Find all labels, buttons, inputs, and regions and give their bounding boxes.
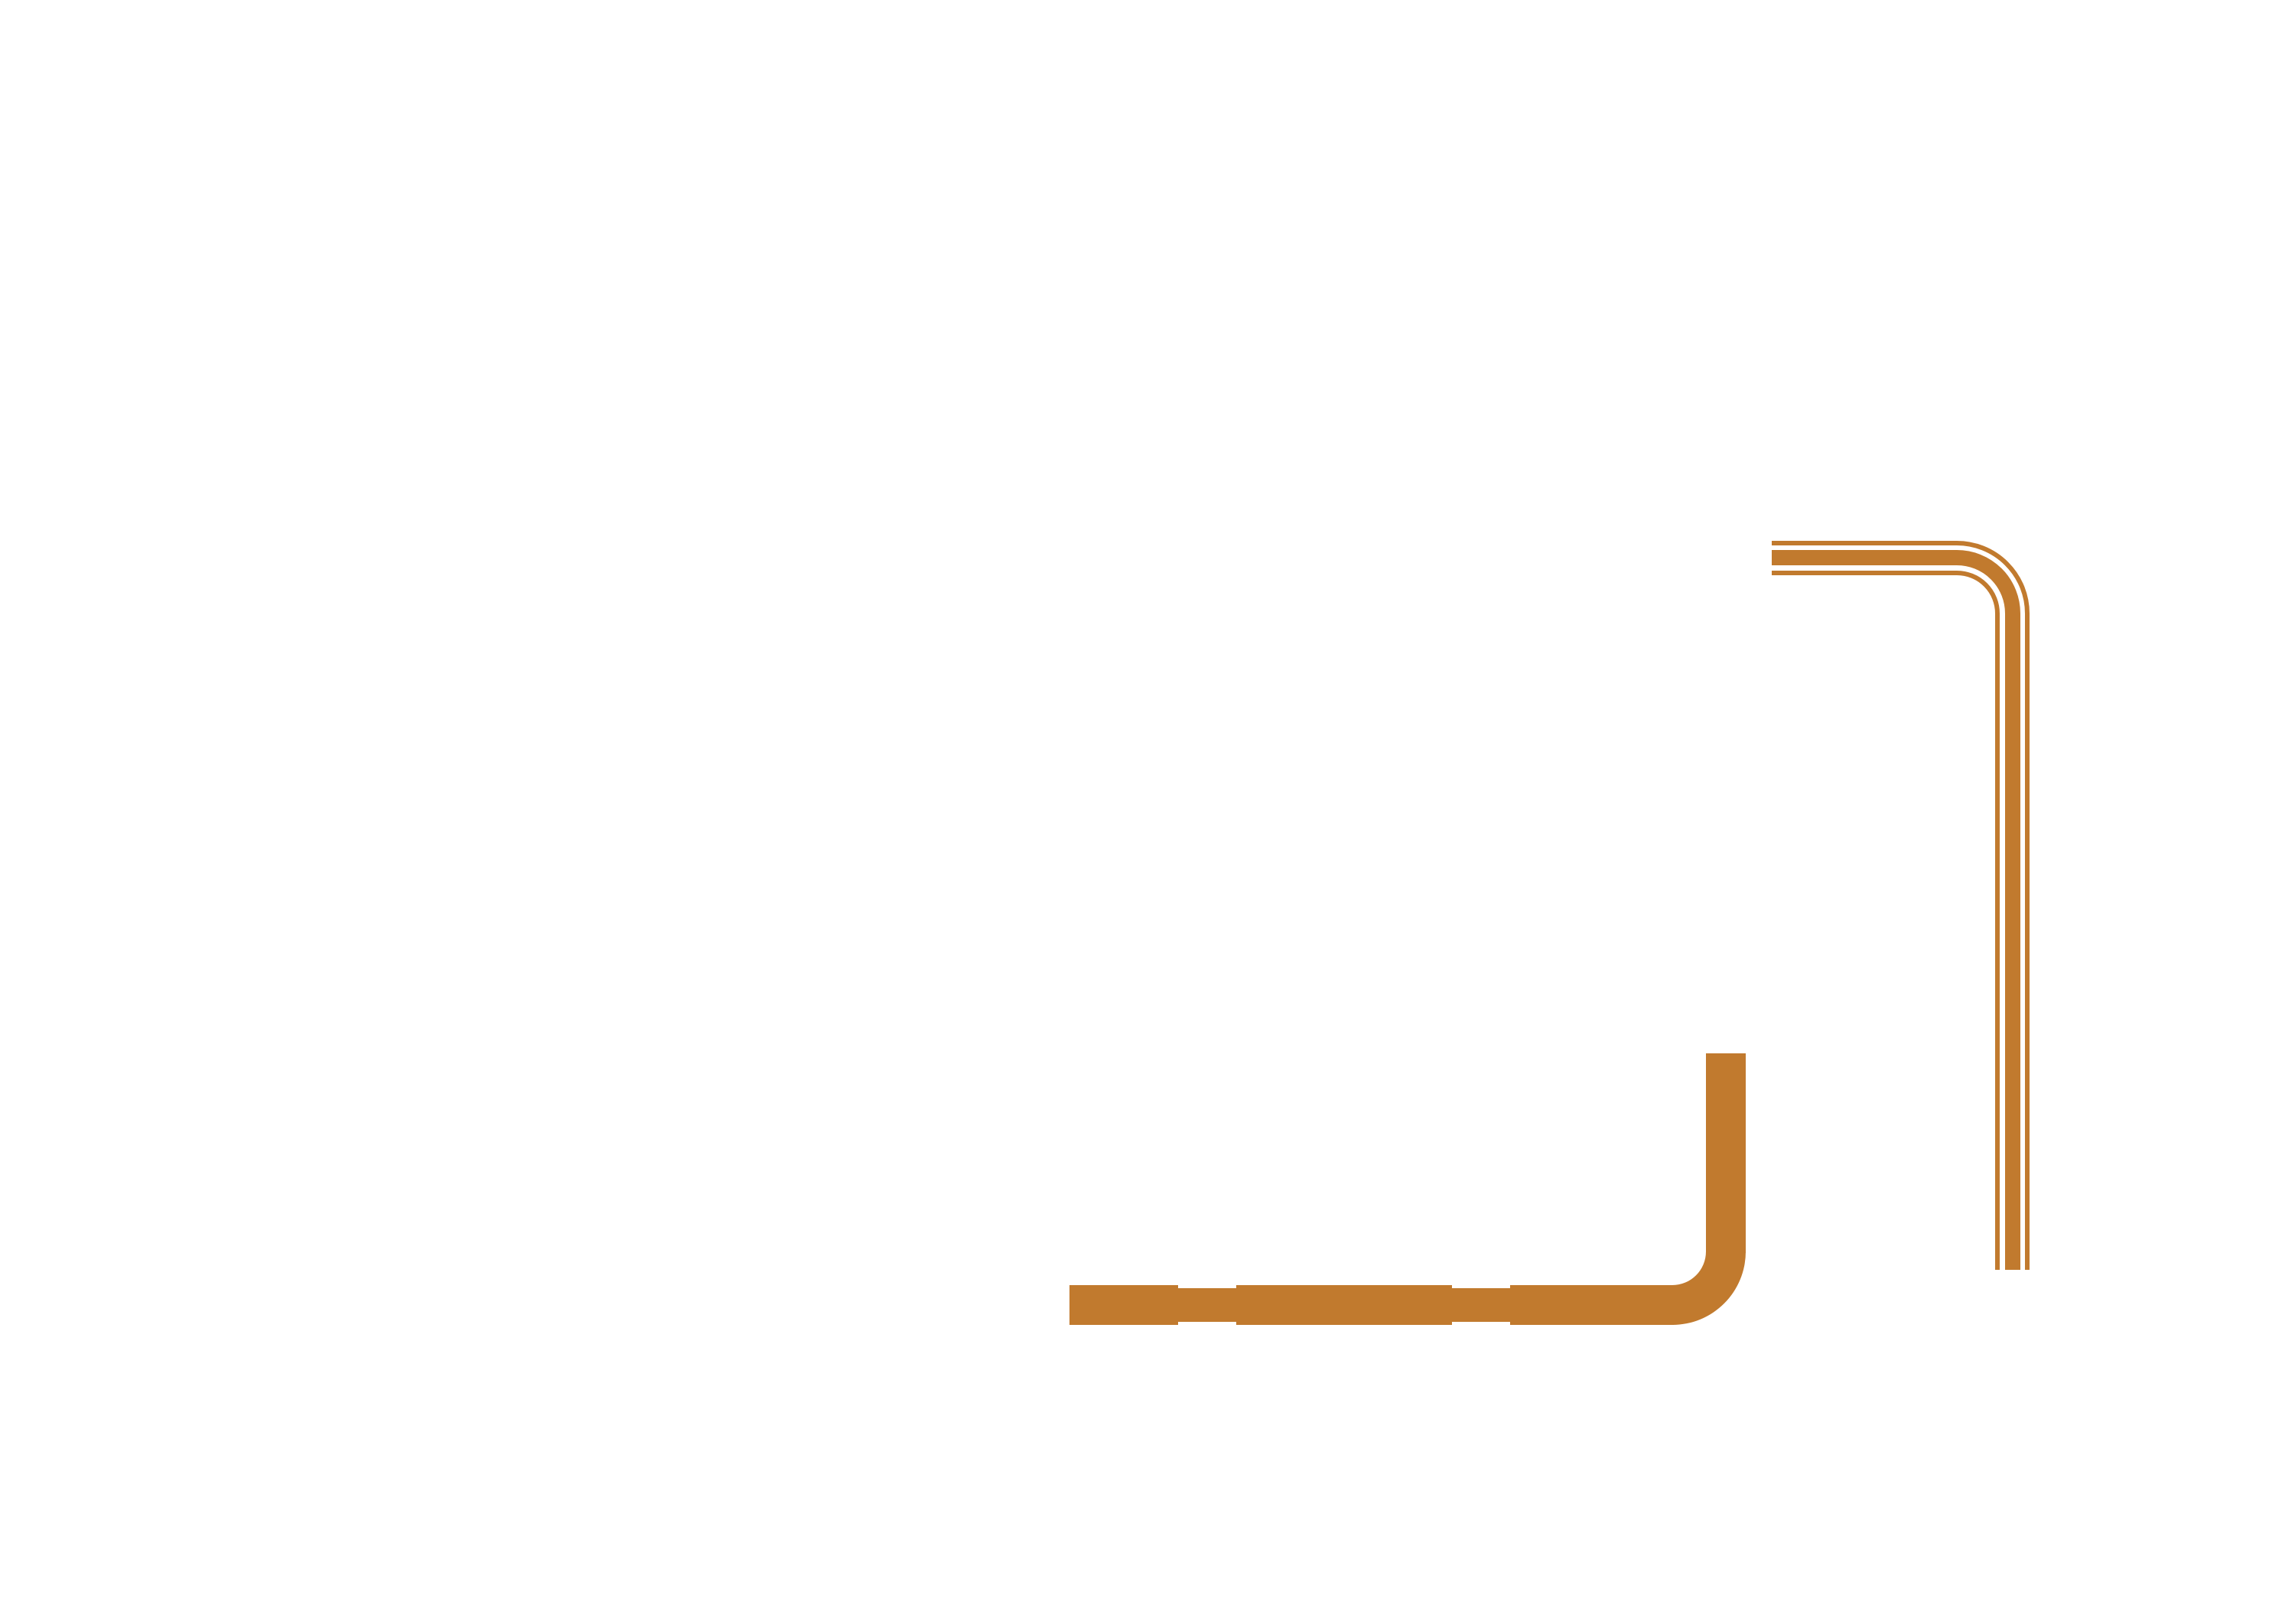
track-middle-line	[1772, 550, 2020, 1270]
solid-l-pipe	[1069, 1053, 1746, 1325]
pipe-segment-1	[1069, 1285, 1178, 1325]
track-inner-line	[1772, 571, 2000, 1270]
pipe-segment-3	[1510, 1285, 1674, 1325]
pipe-segment-2	[1236, 1285, 1452, 1325]
triple-track-l-pipe	[1772, 541, 2030, 1270]
track-outer-line	[1772, 541, 2030, 1270]
pipe-elbow	[1672, 1251, 1746, 1325]
pipe-coupling-1	[1177, 1288, 1238, 1322]
pipe-coupling-2	[1450, 1288, 1512, 1322]
pipe-riser	[1706, 1053, 1746, 1253]
